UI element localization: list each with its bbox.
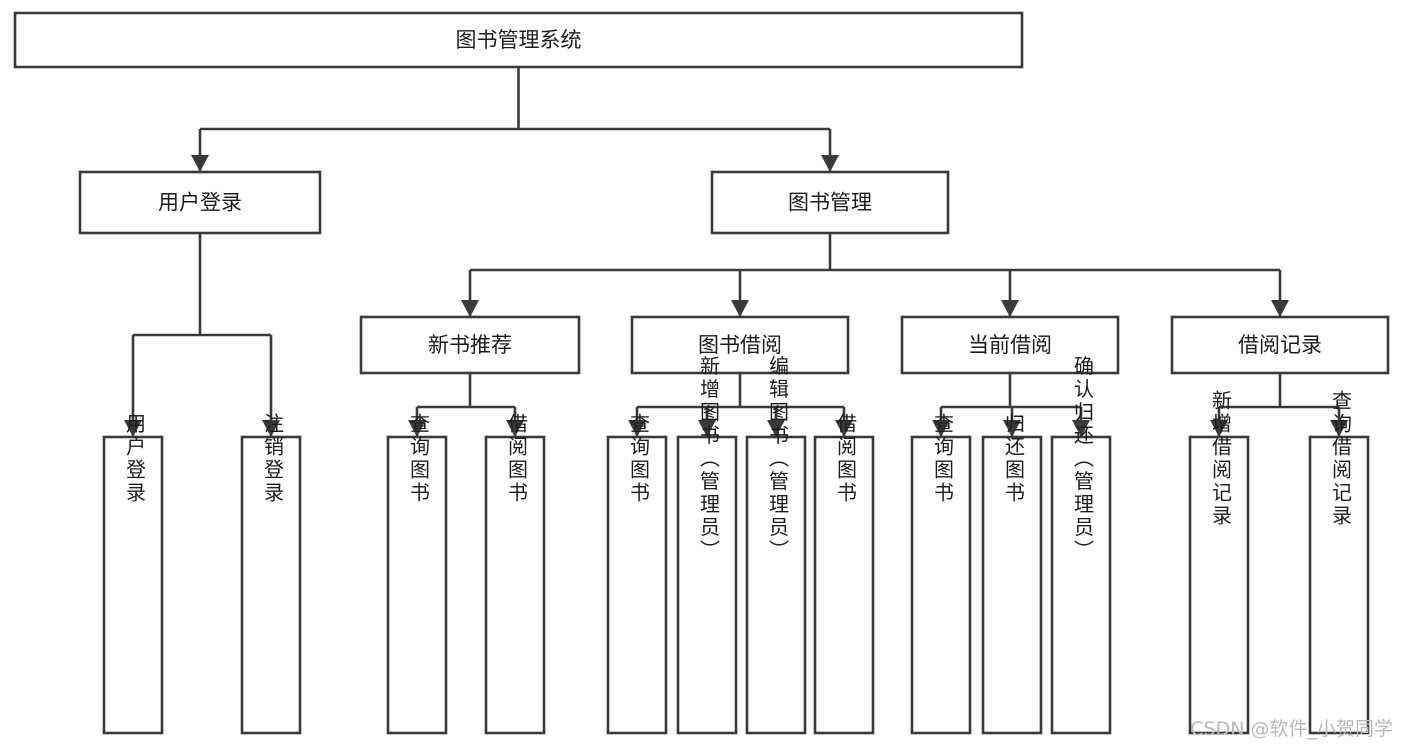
arrowhead-icon	[191, 155, 209, 172]
arrowhead-icon	[262, 420, 280, 437]
node-leaf-add-book[interactable]: 新增图书（管理员）	[676, 355, 738, 735]
arrowhead-icon	[932, 420, 950, 437]
edge-group-l2-current	[932, 373, 1090, 437]
node-label: 查询图书	[627, 413, 651, 505]
arrowhead-icon	[506, 420, 524, 437]
node-label: 查询借阅记录	[1329, 390, 1353, 528]
node-label: 查询图书	[931, 413, 955, 505]
edge-group-l2-new-books	[408, 373, 524, 437]
node-label: 图书借阅	[698, 333, 782, 357]
arrowhead-icon	[698, 420, 716, 437]
node-rect	[910, 435, 972, 735]
arrowhead-icon	[461, 300, 479, 317]
node-label: 用户登录	[158, 191, 242, 215]
edge-group-l2-borrow	[628, 373, 853, 437]
node-l2-new-books[interactable]: 新书推荐	[359, 315, 581, 375]
node-label: 借阅图书	[834, 413, 858, 505]
arrowhead-icon	[821, 155, 839, 172]
connector-layer	[124, 67, 1348, 437]
node-leaf-query-book-a[interactable]: 查询图书	[386, 413, 448, 735]
node-label: 图书管理系统	[456, 28, 582, 52]
arrowhead-icon	[124, 420, 142, 437]
edge-group-root	[191, 67, 839, 172]
node-leaf-user-login[interactable]: 用户登录	[102, 413, 164, 735]
node-rect	[710, 170, 950, 235]
node-rect	[1050, 435, 1112, 735]
node-l2-current[interactable]: 当前借阅	[900, 315, 1120, 375]
arrowhead-icon	[731, 300, 749, 317]
node-layer: 图书管理系统用户登录图书管理新书推荐图书借阅当前借阅借阅记录用户登录注销登录查询…	[13, 11, 1390, 735]
node-label: 确认归还（管理员）	[1071, 355, 1095, 562]
node-leaf-logout[interactable]: 注销登录	[240, 413, 302, 735]
node-rect	[359, 315, 581, 375]
node-label: 借阅记录	[1238, 333, 1322, 357]
node-leaf-query-record[interactable]: 查询借阅记录	[1308, 390, 1370, 735]
node-rect	[1308, 435, 1370, 735]
node-rect	[484, 435, 546, 735]
node-l2-records[interactable]: 借阅记录	[1170, 315, 1390, 375]
node-rect	[78, 170, 322, 235]
node-label: 新增图书（管理员）	[697, 355, 721, 562]
node-label: 归还图书	[1002, 413, 1026, 505]
edge-group-l1-book-mgmt	[461, 233, 1289, 317]
edge-group-l1-user-login	[124, 233, 280, 437]
node-leaf-add-record[interactable]: 新增借阅记录	[1188, 390, 1250, 735]
arrowhead-icon	[1210, 420, 1228, 437]
node-rect	[630, 315, 850, 375]
node-rect	[102, 435, 164, 735]
node-leaf-borrow-book-b[interactable]: 借阅图书	[813, 413, 875, 735]
node-root[interactable]: 图书管理系统	[13, 11, 1024, 69]
node-l1-book-mgmt[interactable]: 图书管理	[710, 170, 950, 235]
node-rect	[240, 435, 302, 735]
node-leaf-query-book-c[interactable]: 查询图书	[910, 413, 972, 735]
node-rect	[386, 435, 448, 735]
arrowhead-icon	[408, 420, 426, 437]
node-rect	[676, 435, 738, 735]
node-rect	[1188, 435, 1250, 735]
edge-group-l2-records	[1210, 373, 1348, 437]
node-leaf-borrow-book-a[interactable]: 借阅图书	[484, 413, 546, 735]
csdn-watermark: CSDN @软件_小贺同学	[1190, 718, 1393, 740]
node-rect	[606, 435, 668, 735]
node-rect	[900, 315, 1120, 375]
arrowhead-icon	[1271, 300, 1289, 317]
node-label: 图书管理	[788, 191, 872, 215]
node-rect	[13, 11, 1024, 69]
node-label: 借阅图书	[505, 413, 529, 505]
node-label: 查询图书	[407, 413, 431, 505]
node-label: 注销登录	[261, 413, 285, 505]
node-l2-borrow[interactable]: 图书借阅	[630, 315, 850, 375]
node-rect	[745, 435, 807, 735]
node-label: 新书推荐	[428, 333, 512, 357]
node-label: 编辑图书（管理员）	[766, 355, 790, 562]
arrowhead-icon	[767, 420, 785, 437]
arrowhead-icon	[1003, 420, 1021, 437]
node-rect	[981, 435, 1043, 735]
node-leaf-return-book[interactable]: 归还图书	[981, 413, 1043, 735]
node-leaf-edit-book[interactable]: 编辑图书（管理员）	[745, 355, 807, 735]
arrowhead-icon	[1072, 420, 1090, 437]
node-rect	[813, 435, 875, 735]
node-label: 当前借阅	[968, 333, 1052, 357]
arrowhead-icon	[1001, 300, 1019, 317]
node-l1-user-login[interactable]: 用户登录	[78, 170, 322, 235]
arrowhead-icon	[1330, 420, 1348, 437]
node-leaf-query-book-b[interactable]: 查询图书	[606, 413, 668, 735]
arrowhead-icon	[628, 420, 646, 437]
arrowhead-icon	[835, 420, 853, 437]
node-leaf-confirm-return[interactable]: 确认归还（管理员）	[1050, 355, 1112, 735]
node-rect	[1170, 315, 1390, 375]
node-label: 用户登录	[123, 413, 147, 505]
node-label: 新增借阅记录	[1209, 390, 1233, 528]
